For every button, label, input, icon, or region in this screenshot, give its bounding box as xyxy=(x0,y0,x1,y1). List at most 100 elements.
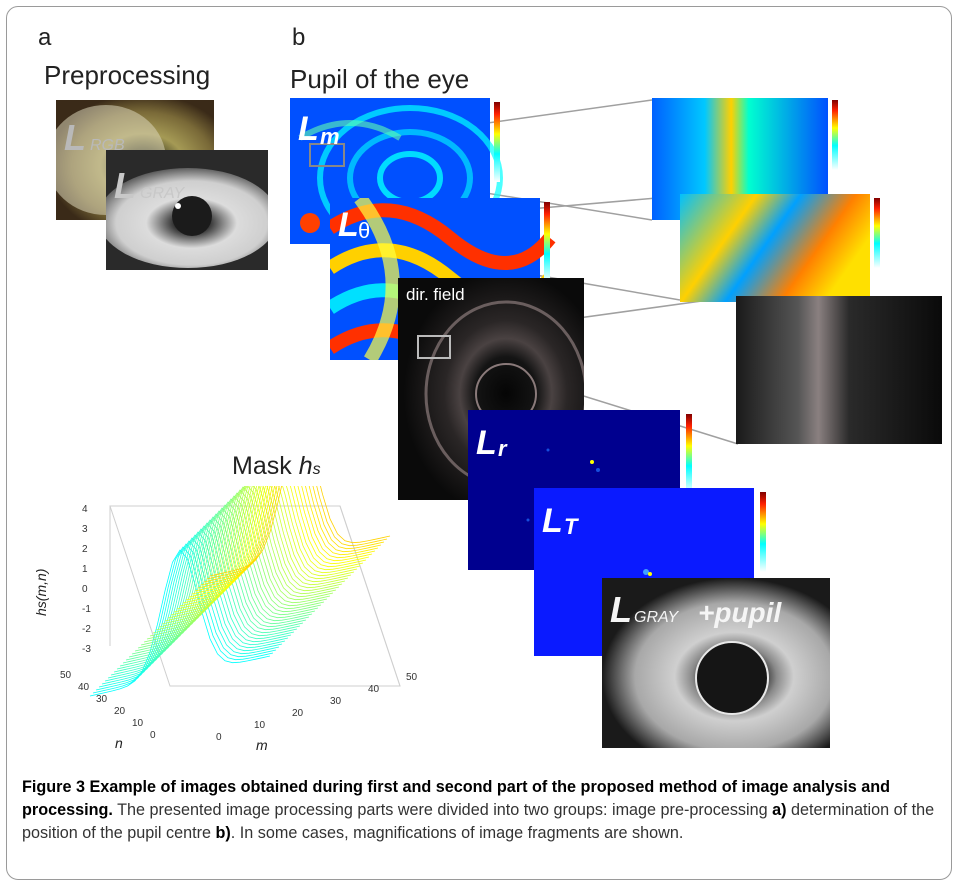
mask-m-tick: 40 xyxy=(368,684,380,695)
mask-surface-line xyxy=(155,486,337,631)
mask-surface-line xyxy=(110,528,292,676)
mask-surface-line xyxy=(182,486,364,604)
mask-surface-line xyxy=(128,510,310,658)
mask-ylabel: n xyxy=(115,735,123,751)
gray-pupil-image: L GRAY +pupil xyxy=(602,578,830,748)
mask-surface-line xyxy=(206,486,388,580)
mask-surface-line xyxy=(209,486,391,577)
Ltheta-zoom-image xyxy=(680,194,894,302)
mask-surface-line xyxy=(143,495,325,643)
mask-surface-line xyxy=(191,486,373,595)
mask-surface-line xyxy=(179,486,361,607)
dir-field-zoom-image xyxy=(736,296,942,444)
mask-surface-line xyxy=(176,486,358,610)
mask-n-tick: 0 xyxy=(150,730,156,741)
mask-m-tick: 10 xyxy=(254,720,266,731)
mask-surface-line xyxy=(200,486,382,586)
Ltheta-letter: L xyxy=(338,206,359,244)
mask-title-text: Mask xyxy=(232,452,292,480)
mask-surface-line xyxy=(92,546,274,694)
mask-z-tick: 1 xyxy=(82,564,88,575)
mask-surface-line xyxy=(89,549,271,697)
gray-label: GRAY xyxy=(140,185,185,202)
mask-z-tick: -3 xyxy=(82,644,91,655)
figure-caption: Figure 3 Example of images obtained duri… xyxy=(22,776,942,845)
mask-surface-line xyxy=(194,486,376,592)
mask-surface-line xyxy=(119,519,301,667)
panel-b-letter: b xyxy=(292,24,306,51)
Lm-letter: L xyxy=(298,110,319,148)
mask-z-tick: -1 xyxy=(82,604,91,615)
Lr-letter: L xyxy=(476,424,497,462)
mask-n-tick: 30 xyxy=(96,694,108,705)
gray-letter: L xyxy=(114,165,136,206)
final-letter: L xyxy=(610,589,632,630)
mask-m-tick: 50 xyxy=(406,672,418,683)
gray-eye-image: L GRAY xyxy=(106,150,268,270)
mask-n-tick: 40 xyxy=(78,682,90,693)
LT-sub: T xyxy=(564,514,579,539)
Ltheta-sub: θ xyxy=(358,218,370,243)
mask-zlabel: hs(m,n) xyxy=(33,569,49,616)
rgb-label: RGB xyxy=(90,137,125,154)
caption-figure-label: Figure 3 xyxy=(22,778,85,796)
mask-surface-line xyxy=(197,486,379,589)
mask-surface-line xyxy=(125,513,307,661)
mask-surface-line xyxy=(104,534,286,682)
mask-z-tick: -2 xyxy=(82,624,91,635)
caption-ref-a: a) xyxy=(772,801,787,819)
Lm-sub: m xyxy=(320,124,340,149)
mask-m-tick: 30 xyxy=(330,696,342,707)
caption-bold-title: Example of images obtained during first … xyxy=(22,778,890,819)
mask-surface-line xyxy=(158,486,340,628)
mask-surface-line xyxy=(170,486,352,616)
mask-title: Mask hs xyxy=(232,452,321,481)
mask-surface-line xyxy=(101,537,283,685)
mask-z-tick: 4 xyxy=(82,504,88,515)
mask-symbol: h xyxy=(298,452,313,480)
mask-surface-line xyxy=(203,486,385,583)
dir-field-label: dir. field xyxy=(406,285,465,304)
mask-surface-line xyxy=(113,525,295,673)
mask-surface-line xyxy=(137,501,319,649)
mask-surface-line xyxy=(149,489,331,637)
Lr-sub: r xyxy=(498,436,508,461)
mask-surface-line xyxy=(146,492,328,640)
mask-z-tick: 0 xyxy=(82,584,88,595)
mask-surface-line xyxy=(188,486,370,598)
mask-surface-line xyxy=(107,531,289,679)
caption-text-1: The presented image processing parts wer… xyxy=(117,801,768,819)
mask-symbol-sub: s xyxy=(312,461,321,478)
mask-m-tick: 0 xyxy=(216,732,222,743)
LT-letter: L xyxy=(542,502,563,540)
panel-a-title: Preprocessing xyxy=(44,60,211,90)
mask-surface-line xyxy=(98,540,280,688)
mask-n-tick: 50 xyxy=(60,670,72,681)
rgb-letter: L xyxy=(64,117,86,158)
mask-n-tick: 10 xyxy=(132,718,144,729)
mask-surface-line xyxy=(131,507,313,655)
panel-a-letter: a xyxy=(38,24,52,51)
mask-surface-line xyxy=(167,486,349,619)
mask-surface-line xyxy=(164,486,346,622)
mask-m-tick: 20 xyxy=(292,708,304,719)
caption-ref-b: b) xyxy=(215,824,231,842)
mask-surface-line xyxy=(134,504,316,652)
mask-z-tick: 2 xyxy=(82,544,88,555)
final-sub: GRAY xyxy=(634,609,679,626)
mask-surface-line xyxy=(185,486,367,601)
caption-text-2: determination of the position of the pup… xyxy=(22,801,935,842)
mask-surface-line xyxy=(152,486,334,634)
mask-surface-line xyxy=(116,522,298,670)
mask-surface-line xyxy=(122,516,304,664)
mask-xlabel: m xyxy=(256,737,268,753)
mask-surface-line xyxy=(140,498,322,646)
panel-b-title: Pupil of the eye xyxy=(290,64,470,94)
mask-z-tick: 3 xyxy=(82,524,88,535)
mask-surface-line xyxy=(95,543,277,691)
final-suffix: +pupil xyxy=(698,597,782,628)
caption-text-3: . In some cases, magnifications of image… xyxy=(230,824,684,842)
mask-n-tick: 20 xyxy=(114,706,126,717)
mask-surface-line xyxy=(173,486,355,613)
